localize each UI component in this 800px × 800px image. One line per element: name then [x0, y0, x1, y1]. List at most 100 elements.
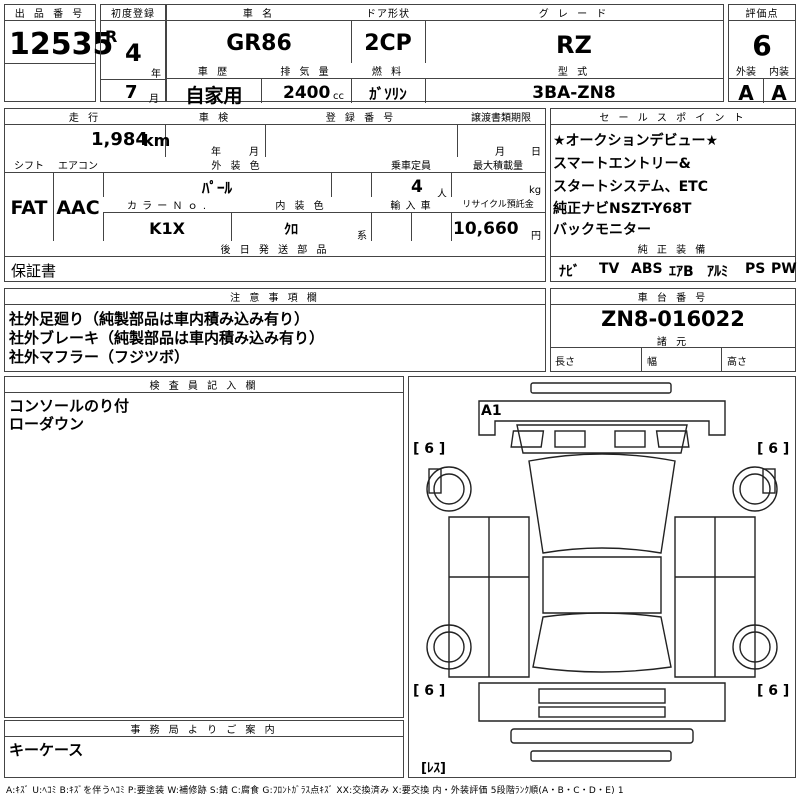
chassis-box: 車 台 番 号 ZN8-016022 諸 元 長さ 幅 高さ	[550, 288, 796, 372]
int-color-unit: 系	[357, 231, 367, 242]
office-box: 事 務 局 よ り ご 案 内 キーケース	[4, 720, 404, 778]
door-type: 2CP	[364, 31, 412, 56]
note-line: 社外マフラー（フジツボ）	[9, 348, 190, 366]
aircon: AAC	[56, 197, 100, 219]
score-label: 評価点	[729, 5, 795, 21]
detail-box: 走 行 車 検 登 録 番 号 譲渡書類期限 1,984 km 年 月 月 日 …	[4, 108, 546, 282]
capacity-label: 乗車定員	[371, 157, 451, 173]
capacity-unit: 人	[437, 189, 447, 200]
shift-label: シフト	[5, 157, 53, 173]
chassis-number: ZN8-016022	[601, 307, 745, 331]
int-score-label: 内装	[763, 63, 795, 79]
score-box: 評価点 6 外装 内装 A A	[728, 4, 796, 105]
mileage-label: 走 行	[5, 109, 165, 125]
first-reg-label: 初度登録	[101, 5, 165, 21]
grade-label: グ レ ー ド	[425, 5, 723, 21]
lot-box: 出 品 番 号 12535	[4, 4, 113, 102]
inspection-month-unit: 月	[249, 147, 259, 158]
sales-point-line: 純正ナビNSZT-Y68T	[553, 201, 692, 217]
sales-point-line: ★オークションデビュー★	[553, 133, 719, 149]
mileage: 1,984	[91, 129, 148, 150]
sales-point-line: スタートシステム、ETC	[553, 179, 708, 195]
ext-score: A	[738, 81, 754, 105]
recycle: 10,660	[453, 219, 519, 239]
length-label: 長さ	[555, 357, 575, 368]
int-color-label: 内 装 色	[231, 197, 371, 213]
car-outline-graphic	[426, 382, 778, 762]
fuel-label: 燃 料	[351, 63, 425, 79]
tire-mark-rear-left: [ 6 ]	[413, 683, 446, 699]
transfer-label: 譲渡書類期限	[457, 109, 545, 125]
plate-label: 登 録 番 号	[265, 109, 457, 125]
sales-point-line: バックモニター	[553, 222, 651, 238]
history: 自家用	[185, 85, 243, 107]
max-load-label: 最大積載量	[451, 157, 545, 173]
model-code: 3BA-ZN8	[532, 83, 616, 103]
equipment-item: PS	[745, 261, 766, 277]
aircon-label: エアコン	[53, 157, 103, 173]
inspection-year-unit: 年	[211, 147, 221, 158]
displacement: 2400	[283, 83, 331, 103]
capacity: 4	[411, 177, 423, 197]
width-label: 幅	[647, 357, 657, 368]
model-code-label: 型 式	[425, 63, 723, 79]
sales-point-line: スマートエントリー&	[553, 156, 691, 172]
spare-tire-mark: [ﾚｽ]	[421, 761, 446, 776]
transfer-day-unit: 日	[531, 147, 541, 158]
mileage-unit: km	[143, 131, 171, 150]
car-name-label: 車 名	[167, 5, 351, 21]
reg-year: 4	[125, 39, 142, 67]
lot-number: 12535	[9, 27, 114, 62]
equipment-item: PW	[771, 261, 797, 277]
note-line: 社外ブレーキ（純製部品は車内積み込み有り）	[9, 329, 325, 347]
import-label: 輸 入 車	[371, 197, 451, 213]
shift: FAT	[10, 197, 48, 219]
note-line: 社外足廻り（純製部品は車内積み込み有り）	[9, 310, 310, 328]
later-parts-label: 後 日 発 送 部 品	[5, 241, 545, 257]
inspection-label: 車 検	[165, 109, 265, 125]
later-parts: 保証書	[11, 262, 57, 280]
first-reg-box: 初度登録 R 4 年 7 月	[100, 4, 166, 105]
car-name: GR86	[226, 31, 292, 56]
damage-mark-a1: A1	[481, 403, 502, 419]
height-label: 高さ	[727, 357, 747, 368]
tire-mark-front-left: [ 6 ]	[413, 441, 446, 457]
ext-score-label: 外装	[729, 63, 763, 79]
notes-box: 注 意 事 項 欄 社外足廻り（純製部品は車内積み込み有り） 社外ブレーキ（純製…	[4, 288, 546, 372]
equipment-label: 純 正 装 備	[551, 241, 795, 257]
damage-legend: A:ｷｽﾞ U:ﾍｺﾐ B:ｷｽﾞを伴うﾍｺﾐ P:要塗装 W:補修跡 S:錆 …	[6, 786, 624, 796]
equipment-item: ｱﾙﾐ	[707, 264, 728, 280]
equipment-item: ﾅﾋﾞ	[559, 264, 580, 280]
inspector-line: ローダウン	[9, 415, 85, 433]
sales-points-label: セ ー ル ス ポ イ ン ト	[551, 109, 795, 125]
door-label: ドア形状	[351, 5, 425, 21]
office-note: キーケース	[9, 741, 84, 759]
color-no: K1X	[149, 219, 185, 238]
history-label: 車 歴	[167, 63, 261, 79]
equipment-item: ABS	[631, 261, 663, 277]
recycle-unit: 円	[531, 231, 541, 242]
transfer-month-unit: 月	[495, 147, 505, 158]
reg-month: 7	[125, 82, 138, 103]
displacement-unit: cc	[333, 91, 344, 102]
notes-label: 注 意 事 項 欄	[5, 289, 545, 305]
ext-color: ﾊﾟｰﾙ	[201, 179, 232, 197]
dimensions-label: 諸 元	[551, 333, 795, 348]
chassis-label: 車 台 番 号	[551, 289, 795, 305]
equipment-item: ｴｱB	[669, 264, 694, 280]
reg-month-unit: 月	[149, 94, 159, 105]
car-diagram: A1 [ 6 ] [ 6 ] [ 6 ] [ 6 ] [ﾚｽ]	[408, 376, 796, 778]
inspector-box: 検 査 員 記 入 欄 コンソールのり付 ローダウン	[4, 376, 404, 718]
color-no-label: カ ラ ー Ｎ ｏ .	[103, 197, 231, 213]
sales-points-box: セ ー ル ス ポ イ ン ト ★オークションデビュー★ スマートエントリー& …	[550, 108, 797, 282]
tire-mark-rear-right: [ 6 ]	[757, 683, 790, 699]
reg-year-unit: 年	[151, 69, 161, 80]
fuel: ｶﾞｿﾘﾝ	[369, 85, 407, 103]
max-load-unit: kg	[529, 185, 542, 196]
tire-mark-front-right: [ 6 ]	[757, 441, 790, 457]
inspector-label: 検 査 員 記 入 欄	[5, 377, 403, 393]
score-value: 6	[752, 29, 772, 62]
lot-label: 出 品 番 号	[5, 5, 95, 21]
int-score: A	[771, 81, 787, 105]
int-color: ｸﾛ	[284, 222, 298, 238]
